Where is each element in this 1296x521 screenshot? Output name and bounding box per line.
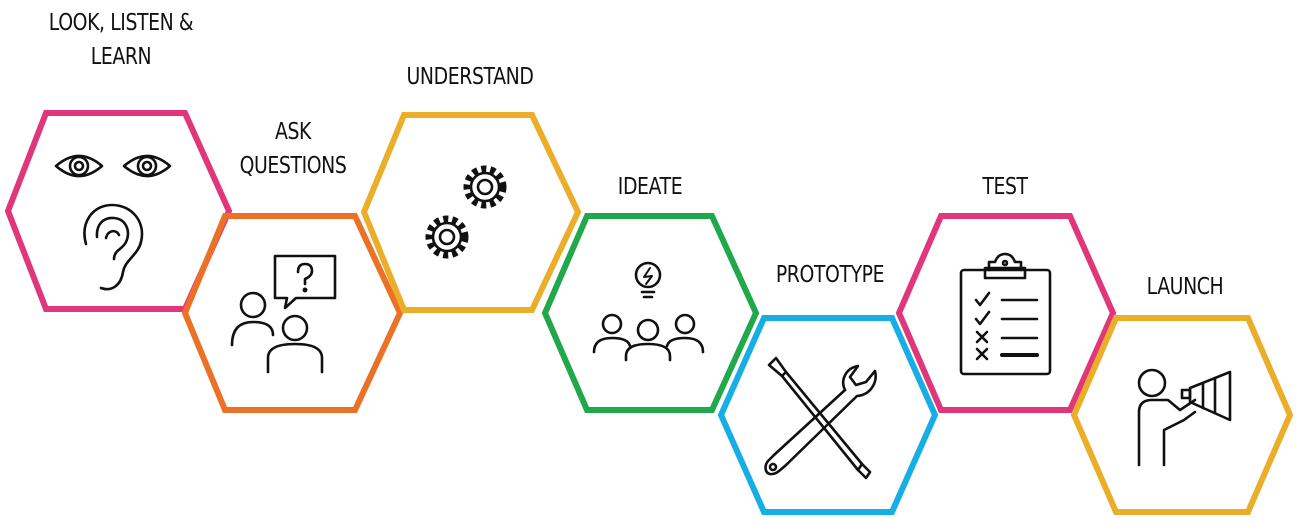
people-question-icon [230, 254, 337, 374]
label-launch: LAUNCH [1146, 274, 1224, 300]
hexagon-ask-questions [181, 213, 404, 413]
gears-icon [425, 165, 507, 259]
hexagon-ideate [541, 213, 760, 413]
label-prototype: PROTOTYPE [775, 262, 885, 288]
label-look-listen-learn-line1: LOOK, LISTEN & [48, 10, 194, 36]
label-ask-questions: ASK QUESTIONS [223, 115, 362, 183]
label-look-listen-learn-line2: LEARN [90, 44, 152, 70]
label-ask-questions-line2: QUESTIONS [239, 153, 347, 179]
team-lightbulb-icon [592, 261, 705, 362]
hexagon-prototype [717, 315, 939, 515]
eyes-ear-icon [54, 154, 172, 291]
megaphone-person-icon [1137, 368, 1232, 467]
label-look-listen-learn: LOOK, LISTEN & LEARN [27, 6, 216, 74]
tools-icon [764, 356, 877, 480]
hexagon-test [895, 213, 1117, 413]
label-test: TEST [982, 174, 1028, 200]
label-understand: UNDERSTAND [406, 64, 534, 90]
label-ask-questions-line1: ASK [274, 119, 312, 145]
label-ideate: IDEATE [617, 174, 683, 200]
clipboard-checklist-icon [959, 252, 1052, 376]
hexagon-launch [1070, 315, 1294, 515]
hexagon-understand [360, 112, 582, 313]
